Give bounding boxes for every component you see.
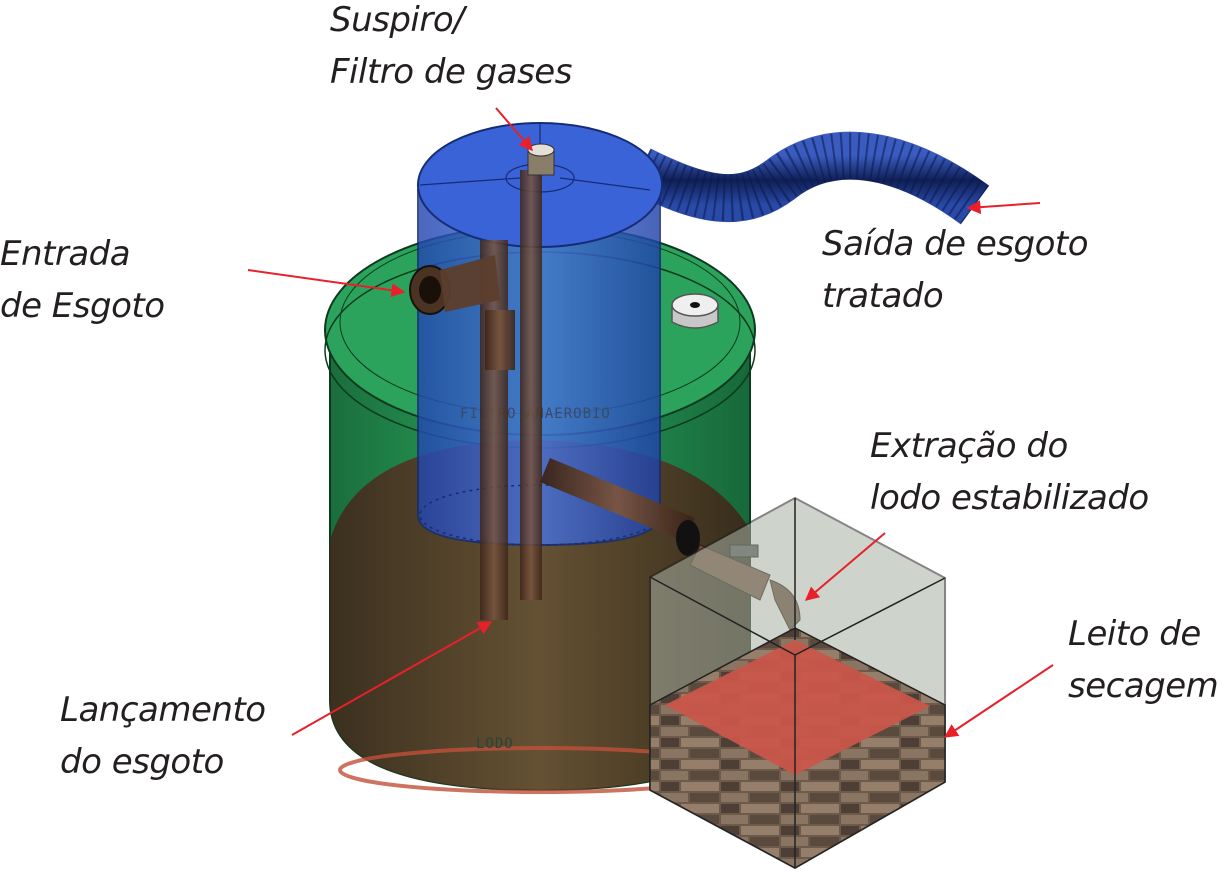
arrow-leito: [943, 664, 1054, 738]
outlet-hose: [629, 131, 990, 225]
inspection-cap: [671, 293, 719, 329]
label-saida: Saída de esgoto tratado: [822, 218, 1089, 322]
label-entrada: Entrada de Esgoto: [0, 228, 165, 332]
pointer-arrows: [247, 107, 1054, 738]
drying-bed: [649, 496, 946, 870]
label-lancamento-line2: do esgoto: [60, 742, 224, 782]
arrow-extracao: [804, 532, 886, 601]
sludge-engraved-label: LODO: [476, 736, 514, 752]
label-entrada-line2: de Esgoto: [0, 286, 165, 326]
label-lancamento-line1: Lançamento: [60, 690, 266, 730]
arrow-saida: [966, 200, 1041, 215]
label-extracao-line2: lodo estabilizado: [870, 478, 1149, 518]
label-entrada-line1: Entrada: [0, 234, 131, 274]
label-leito: Leito de secagem: [1068, 608, 1219, 712]
label-suspiro-line1: Suspiro/: [330, 0, 465, 40]
inlet-pipe: [409, 255, 500, 315]
label-extracao-line1: Extração do: [870, 426, 1068, 466]
label-lancamento: Lançamento do esgoto: [60, 684, 266, 788]
arrow-entrada: [247, 269, 406, 298]
label-leito-line2: secagem: [1068, 666, 1219, 706]
arrow-lancamento: [291, 621, 493, 736]
arrow-suspiro: [495, 107, 533, 152]
label-saida-line1: Saída de esgoto: [822, 224, 1089, 264]
label-saida-line2: tratado: [822, 276, 944, 316]
label-extracao: Extração do lodo estabilizado: [870, 420, 1149, 524]
label-leito-line1: Leito de: [1068, 614, 1201, 654]
label-suspiro: Suspiro/ Filtro de gases: [330, 0, 572, 98]
vent-cap: [527, 143, 555, 176]
label-suspiro-line2: Filtro de gases: [330, 52, 572, 92]
